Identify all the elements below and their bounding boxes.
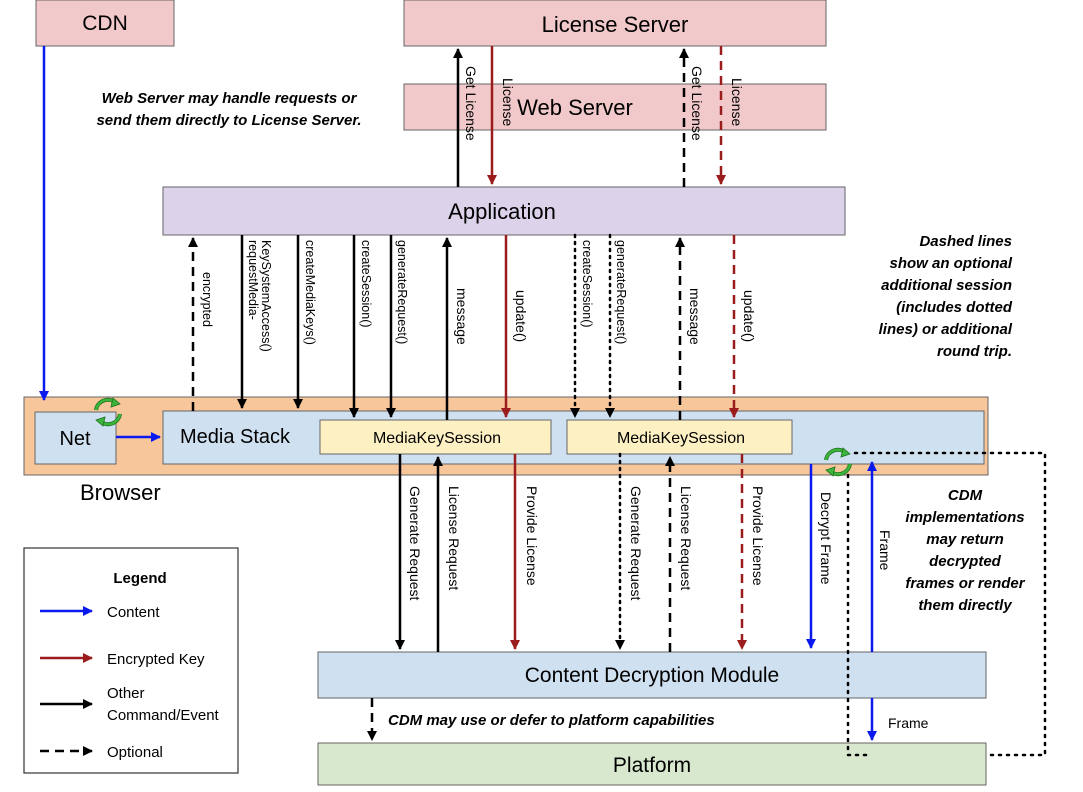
web-server-note-line2: send them directly to License Server.: [96, 112, 361, 129]
platform-box: Platform: [317, 742, 987, 786]
provide-license-label-2: Provide License: [750, 486, 766, 586]
net-label: Net: [59, 428, 91, 450]
legend-encrypted-key-label: Encrypted Key: [107, 651, 205, 668]
create-media-keys-label: createMediaKeys(): [303, 240, 317, 345]
generate-request-cdm-label-2: Generate Request: [628, 486, 644, 601]
generate-request-cdm-label-1: Generate Request: [407, 486, 423, 601]
update-label-2: update(): [741, 290, 757, 342]
cdm-box: Content Decryption Module: [317, 651, 987, 699]
legend: Legend Content Encrypted Key Other Comma…: [23, 547, 239, 774]
web-server-label: Web Server: [517, 95, 633, 120]
media-key-session-label-2: MediaKeySession: [617, 430, 745, 447]
web-server-box: Web Server: [403, 83, 827, 131]
cdn-box: CDN: [35, 0, 175, 47]
web-server-note-line1: Web Server may handle requests or: [102, 90, 358, 107]
rmksa-label-line1: requestMedia-: [246, 240, 260, 320]
application-box: Application: [162, 186, 846, 236]
legend-item-other: Other Command/Event: [40, 685, 220, 724]
message-label-2: message: [687, 288, 703, 345]
legend-item-optional: Optional: [40, 744, 163, 761]
browser-label: Browser: [80, 480, 161, 505]
cdm-note-line6: them directly: [918, 597, 1012, 614]
media-stack-label: Media Stack: [180, 426, 291, 448]
platform-label: Platform: [613, 754, 691, 777]
net-cycle-icon: [94, 397, 122, 427]
generate-request-label-1: generateRequest(): [395, 240, 409, 344]
cdm-note-line2: implementations: [905, 509, 1024, 526]
cdm-note-line1: CDM: [948, 487, 983, 504]
license-server-label: License Server: [542, 12, 689, 37]
message-label-1: message: [454, 288, 470, 345]
frame-up-label: Frame: [877, 530, 893, 571]
provide-license-label-1: Provide License: [524, 486, 540, 586]
frame-down-label: Frame: [888, 715, 929, 731]
license-label-2: License: [729, 78, 745, 126]
dashed-note-line6: round trip.: [937, 343, 1012, 360]
license-server-box: License Server: [403, 0, 827, 47]
application-label: Application: [448, 199, 556, 224]
license-request-label-1: License Request: [446, 486, 462, 590]
decrypt-frame-label: Decrypt Frame: [818, 492, 834, 585]
legend-optional-label: Optional: [107, 744, 163, 761]
update-label-1: update(): [513, 290, 529, 342]
legend-item-content: Content: [40, 604, 160, 621]
legend-item-encrypted-key: Encrypted Key: [40, 651, 205, 668]
create-session-label-1: createSession(): [359, 240, 373, 328]
dashed-note-line5: lines) or additional: [879, 321, 1013, 338]
cdn-label: CDN: [82, 12, 128, 35]
media-key-session-label-1: MediaKeySession: [373, 430, 501, 447]
encrypted-label: encrypted: [200, 272, 214, 327]
cdm-note-line5: frames or render: [905, 575, 1025, 592]
generate-request-label-2: generateRequest(): [614, 240, 628, 344]
get-license-label-2: Get License: [689, 66, 705, 141]
render-directly-dotted-path: [846, 451, 1047, 757]
legend-other-label-line1: Other: [107, 685, 145, 702]
cdm-note-line3: may return: [926, 531, 1004, 548]
get-license-label-1: Get License: [463, 66, 479, 141]
rmksa-label-line2: KeySystemAccess(): [259, 240, 273, 352]
license-request-label-2: License Request: [678, 486, 694, 590]
cdm-label: Content Decryption Module: [525, 664, 779, 687]
license-label-1: License: [500, 78, 516, 126]
web-server-note: Web Server may handle requests or send t…: [96, 90, 361, 129]
create-session-label-2: createSession(): [580, 240, 594, 328]
dashed-note-line4: (includes dotted: [896, 299, 1013, 316]
cdm-note: CDM implementations may return decrypted…: [905, 487, 1025, 614]
cdm-note-line4: decrypted: [929, 553, 1002, 570]
media-key-session-box-2: MediaKeySession: [566, 419, 793, 455]
platform-note: CDM may use or defer to platform capabil…: [388, 712, 715, 729]
legend-content-label: Content: [107, 604, 160, 621]
dashed-note-line2: show an optional: [890, 255, 1013, 272]
dashed-note-line3: additional session: [881, 277, 1012, 294]
cdm-cycle-icon: [824, 447, 852, 477]
legend-title: Legend: [113, 570, 166, 587]
legend-other-label-line2: Command/Event: [107, 707, 220, 724]
dashed-note-line1: Dashed lines: [919, 233, 1012, 250]
media-key-session-box-1: MediaKeySession: [319, 419, 552, 455]
dashed-lines-note: Dashed lines show an optional additional…: [879, 233, 1013, 360]
